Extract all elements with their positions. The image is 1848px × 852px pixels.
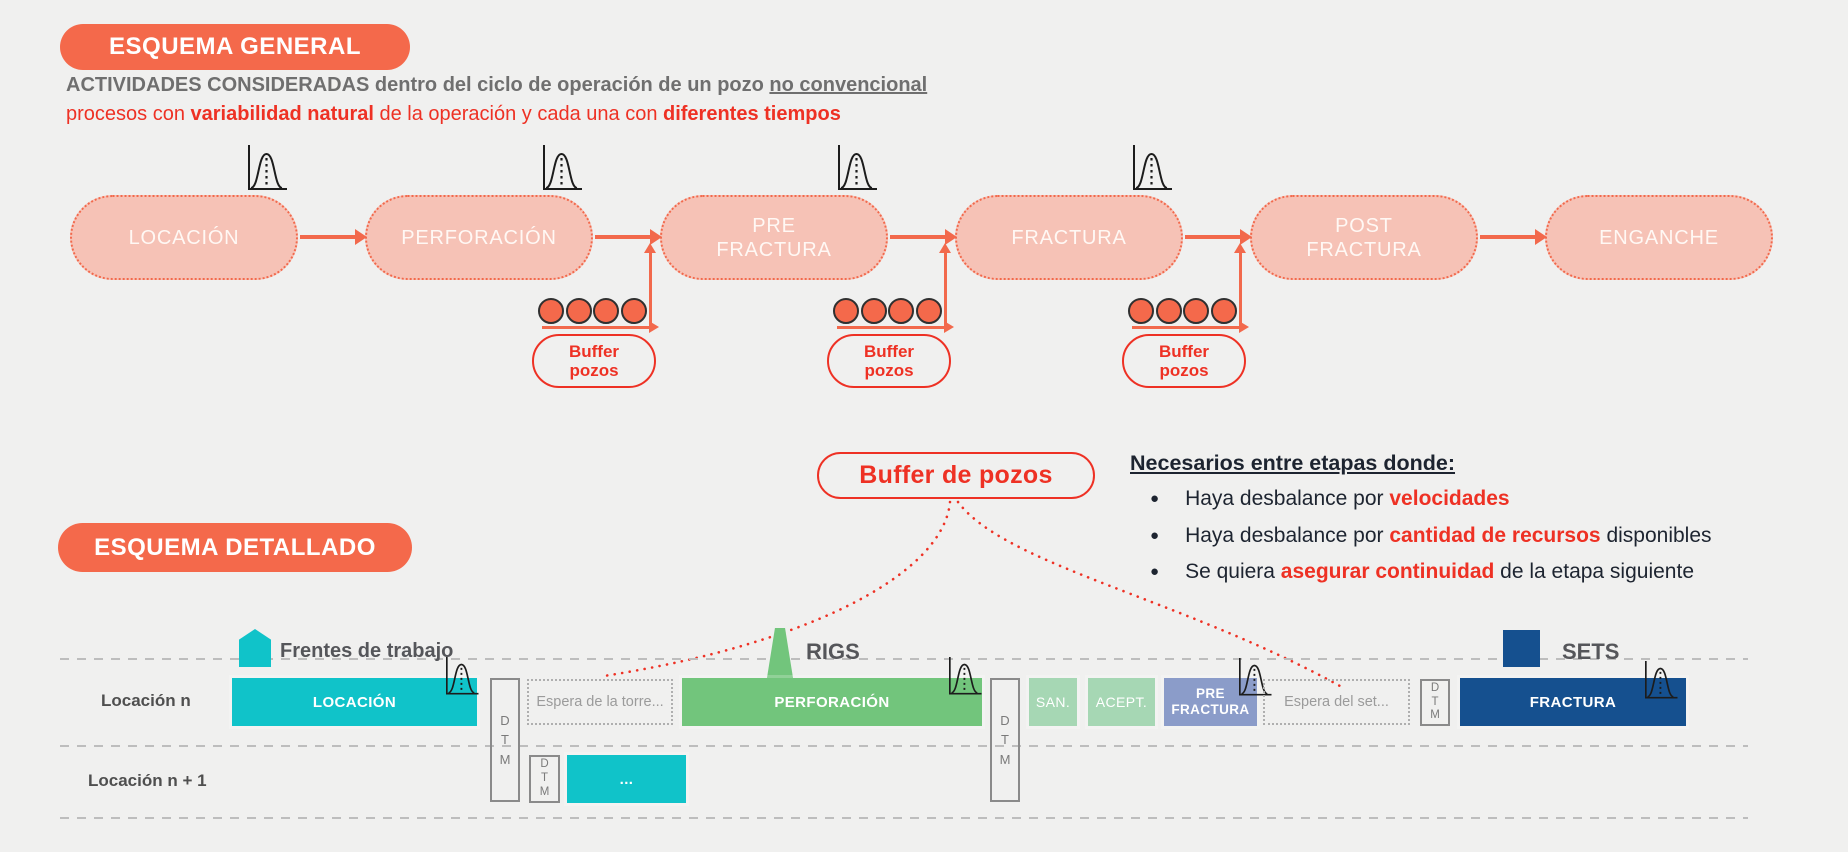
gantt-bar-locacion: LOCACIÓN: [232, 678, 477, 726]
timeline-divider: [60, 658, 1748, 660]
distribution-curve-icon: [1640, 658, 1680, 704]
set-square-icon: [1503, 630, 1540, 667]
dtm-box: D T M: [529, 755, 560, 803]
buffer-up-arrow-icon: [644, 243, 656, 329]
stage-perforacion: PERFORACIÓN: [365, 195, 593, 280]
legend-sets-label: SETS: [1562, 639, 1620, 664]
well-circle-icon: [565, 298, 592, 324]
stage-fractura: FRACTURA: [955, 195, 1183, 280]
well-circle-icon: [1210, 298, 1237, 324]
buffer-wells-queue: [1128, 298, 1240, 326]
flow-arrow-icon: [1480, 229, 1547, 245]
well-circle-icon: [538, 298, 564, 324]
buffer-pozos-label: Buffer pozos: [827, 334, 951, 388]
buffer-up-arrow-icon: [1234, 243, 1246, 329]
buffer-up-arrow-icon: [939, 243, 951, 329]
subtitle-activities: ACTIVIDADES CONSIDERADAS dentro del cicl…: [66, 74, 928, 96]
flow-arrow-icon: [595, 229, 662, 245]
row-label-locacion-n1: Locación n + 1: [88, 771, 207, 790]
stage-pre-fractura: PRE FRACTURA: [660, 195, 888, 280]
buffer-feed-arrow-icon: [542, 321, 659, 333]
section-badge-esquema-general: ESQUEMA GENERAL: [60, 24, 410, 70]
stage-locacion: LOCACIÓN: [70, 195, 298, 280]
buffer-feed-arrow-icon: [837, 321, 954, 333]
legend-frentes-label: Frentes de trabajo: [280, 640, 454, 662]
timeline-divider: [60, 745, 1748, 747]
bullet-dot-icon: ●: [1150, 490, 1160, 507]
bullet-dot-icon: ●: [1150, 527, 1160, 544]
well-circle-icon: [1183, 298, 1209, 324]
wait-box-torre: Espera de la torre...: [527, 679, 673, 725]
note-bullet: ● Haya desbalance por velocidades: [1150, 487, 1510, 511]
flow-arrow-icon: [890, 229, 957, 245]
gantt-bar-san: SAN.: [1029, 678, 1077, 726]
stage-enganche: ENGANCHE: [1545, 195, 1773, 280]
dtm-box: D T M: [990, 678, 1020, 802]
buffer-wells-queue: [538, 298, 650, 326]
well-circle-icon: [1128, 298, 1154, 324]
row-label-locacion-n: Locación n: [101, 691, 191, 710]
distribution-curve-icon: [441, 654, 481, 700]
stage-post-fractura: POST FRACTURA: [1250, 195, 1478, 280]
well-circle-icon: [860, 298, 887, 324]
distribution-curve-icon: [537, 143, 585, 195]
dtm-box: D T M: [490, 678, 520, 802]
section-badge-esquema-detallado: ESQUEMA DETALLADO: [58, 523, 412, 572]
timeline-divider: [60, 817, 1748, 819]
flow-arrow-icon: [300, 229, 367, 245]
distribution-curve-icon: [832, 143, 880, 195]
well-circle-icon: [915, 298, 942, 324]
buffer-pozos-label: Buffer pozos: [532, 334, 656, 388]
gantt-bar-fractura: FRACTURA: [1460, 678, 1686, 726]
buffer-pozos-label: Buffer pozos: [1122, 334, 1246, 388]
gantt-bar-acept: ACEPT.: [1088, 678, 1155, 726]
rig-trapezoid-icon: [766, 628, 794, 684]
gantt-bar-next-location: ...: [567, 755, 686, 803]
well-circle-icon: [1155, 298, 1182, 324]
gantt-bar-perforacion: PERFORACIÓN: [682, 678, 982, 726]
note-bullet-text: Se quiera asegurar continuidad de la eta…: [1185, 560, 1694, 583]
buffer-de-pozos-callout: Buffer de pozos: [817, 452, 1095, 499]
buffer-wells-queue: [833, 298, 945, 326]
well-circle-icon: [833, 298, 859, 324]
well-circle-icon: [620, 298, 647, 324]
wait-box-set: Espera del set...: [1263, 679, 1410, 725]
note-bullet-text: Haya desbalance por velocidades: [1185, 487, 1510, 510]
distribution-curve-icon: [1127, 143, 1175, 195]
well-circle-icon: [593, 298, 619, 324]
work-front-pentagon-icon: [239, 629, 271, 667]
note-bullet-text: Haya desbalance por cantidad de recursos…: [1185, 524, 1712, 547]
distribution-curve-icon: [242, 143, 290, 195]
well-circle-icon: [888, 298, 914, 324]
note-bullet: ● Haya desbalance por cantidad de recurs…: [1150, 524, 1712, 548]
flow-arrow-icon: [1185, 229, 1252, 245]
notes-heading: Necesarios entre etapas donde:: [1130, 451, 1456, 475]
buffer-feed-arrow-icon: [1132, 321, 1249, 333]
bullet-dot-icon: ●: [1150, 563, 1160, 580]
gantt-bar-pre-fractura: PRE FRACTURA: [1164, 678, 1257, 726]
note-bullet: ● Se quiera asegurar continuidad de la e…: [1150, 560, 1694, 584]
subtitle-processes: procesos con variabilidad natural de la …: [66, 103, 841, 125]
legend-rigs-label: RIGS: [806, 639, 860, 664]
distribution-curve-icon: [944, 654, 984, 700]
dtm-box: D T M: [1420, 679, 1450, 726]
